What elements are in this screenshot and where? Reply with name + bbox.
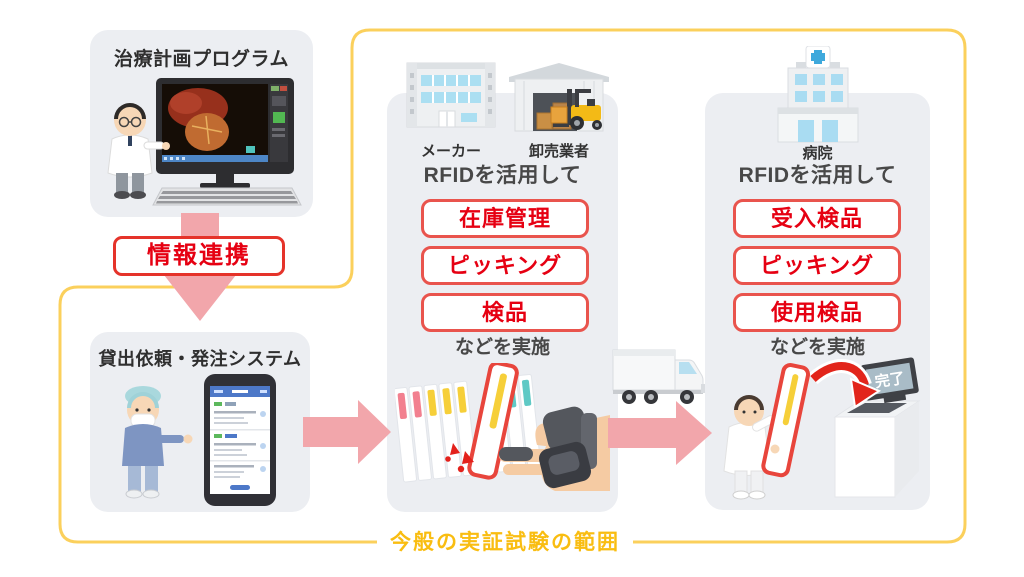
supplier-panel: メーカー 卸売業者 RFIDを活用して 在庫管理 ピッキング 検品 などを実施 (387, 62, 618, 512)
order-system-title: 貸出依頼・発注システム (98, 349, 302, 369)
hospital-label: 病院 (802, 145, 833, 162)
task-inventory-management: 在庫管理 (421, 199, 589, 238)
task-picking-hospital: ピッキング (733, 246, 901, 285)
info-link-label: 情報連携 (113, 236, 285, 276)
nurse-smartphone-illustration (122, 374, 276, 506)
doctor-computer-illustration (107, 78, 302, 206)
warehouse-forklift-icon (509, 63, 609, 132)
task-receiving-inspection: 受入検品 (733, 199, 901, 238)
factory-icon (406, 62, 496, 128)
hospital-icon (777, 46, 859, 143)
supplier-rfid-heading: RFIDを活用して (423, 164, 582, 187)
maker-label: メーカー (420, 143, 481, 160)
hospital-tasks-suffix: などを実施 (769, 337, 865, 358)
staff-terminal-illustration: 完了 (723, 357, 921, 500)
scope-label: 今般の実証試験の範囲 (377, 529, 633, 556)
treatment-planning-title: 治療計画プログラム (114, 49, 289, 70)
order-system-panel: 貸出依頼・発注システム (90, 332, 310, 512)
terminal-screen-text: 完了 (874, 369, 906, 391)
right-arrow-order-to-supplier (303, 400, 391, 464)
wholesaler-label: 卸売業者 (528, 143, 589, 160)
task-picking-supplier: ピッキング (421, 246, 589, 285)
hospital-rfid-heading: RFIDを活用して (738, 164, 897, 187)
truck-icon (612, 349, 705, 404)
task-inspection: 検品 (421, 293, 589, 332)
treatment-planning-panel: 治療計画プログラム (90, 30, 313, 217)
rfid-glove-scan-illustration (395, 363, 610, 491)
supplier-tasks-suffix: などを実施 (454, 337, 550, 358)
task-usage-inspection: 使用検品 (733, 293, 901, 332)
right-arrow-supplier-to-hospital (608, 401, 712, 465)
hospital-panel: 病院 RFIDを活用して 受入検品 ピッキング 使用検品 などを実施 完了 (705, 46, 930, 510)
